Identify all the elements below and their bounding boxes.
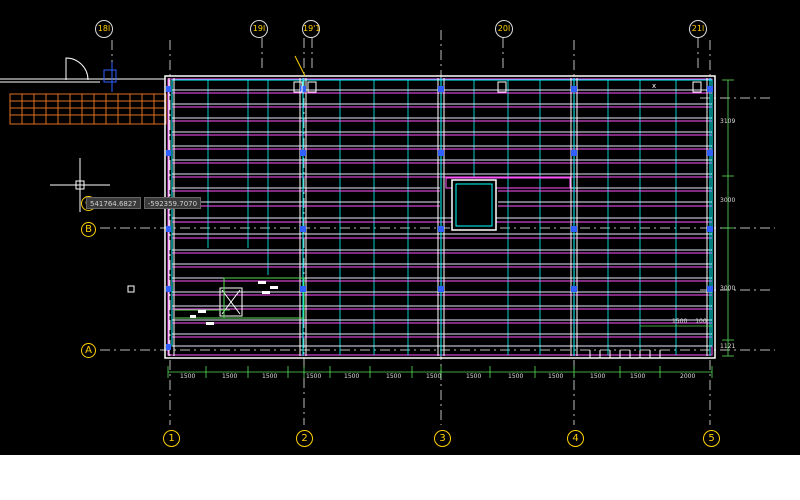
cad-drawing-canvas[interactable]: x 18l 19l 19'1 20l 21l 1 2 3 4 5 C B A 5… [0,0,800,455]
door-and-wall [0,57,165,92]
dimension-label: 1121 [720,343,736,350]
left-axis-bubble[interactable]: A [81,343,96,358]
dimension-label: 1500 [222,373,238,380]
bottom-axis-bubble[interactable]: 2 [296,430,313,447]
bottom-edge-ticks [589,350,661,358]
orange-grating [9,93,167,125]
main-column-beams [168,78,711,356]
dimension-label: 1500 [630,373,646,380]
cursor-coordinate-readout: 541764.6827 -592359.7070 [86,197,202,209]
bottom-axis-bubble[interactable]: 5 [703,430,720,447]
dimension-label: 1500 [590,373,606,380]
top-fixtures [293,55,702,93]
slab-opening [445,177,571,231]
dimension-label: 1500 [672,318,688,325]
inner-dimension-label: 1500 100 [672,318,707,325]
bottom-axis-bubble[interactable]: 1 [163,430,180,447]
dimension-label: 1500 [306,373,322,380]
dimension-label: 1500 [386,373,402,380]
dimension-label: 1500 [426,373,442,380]
top-axis-bubble[interactable]: 20l [495,20,513,38]
dimension-label: 2000 [680,373,696,380]
column-markers [166,86,713,350]
cursor-x-value: 541764.6827 [86,197,141,209]
cursor-y-value: -592359.7070 [143,197,202,209]
dimension-label: 3000 [720,285,736,292]
dimension-label: 1500 [508,373,524,380]
small-marker [127,285,135,293]
dimension-label: 1500 [466,373,482,380]
dimension-label: 3109 [720,118,736,125]
left-axis-bubble[interactable]: B [81,222,96,237]
corner-mark: x [652,82,656,90]
dimension-lines [167,79,734,378]
dimension-label: 1500 [262,373,278,380]
bottom-axis-bubble[interactable]: 4 [567,430,584,447]
dimension-label: 1500 [344,373,360,380]
crosshair-cursor [50,158,110,212]
stair-core [175,277,305,325]
dimension-label: 1500 [548,373,564,380]
bottom-axis-bubble[interactable]: 3 [434,430,451,447]
top-axis-bubble[interactable]: 19'1 [302,20,320,38]
top-axis-bubble[interactable]: 19l [250,20,268,38]
top-axis-bubble[interactable]: 18l [95,20,113,38]
horizontal-beams [172,89,712,347]
dimension-label: 100 [695,318,707,325]
dimension-label: 3000 [720,197,736,204]
top-axis-bubble[interactable]: 21l [689,20,707,38]
dimension-label: 1500 [180,373,196,380]
